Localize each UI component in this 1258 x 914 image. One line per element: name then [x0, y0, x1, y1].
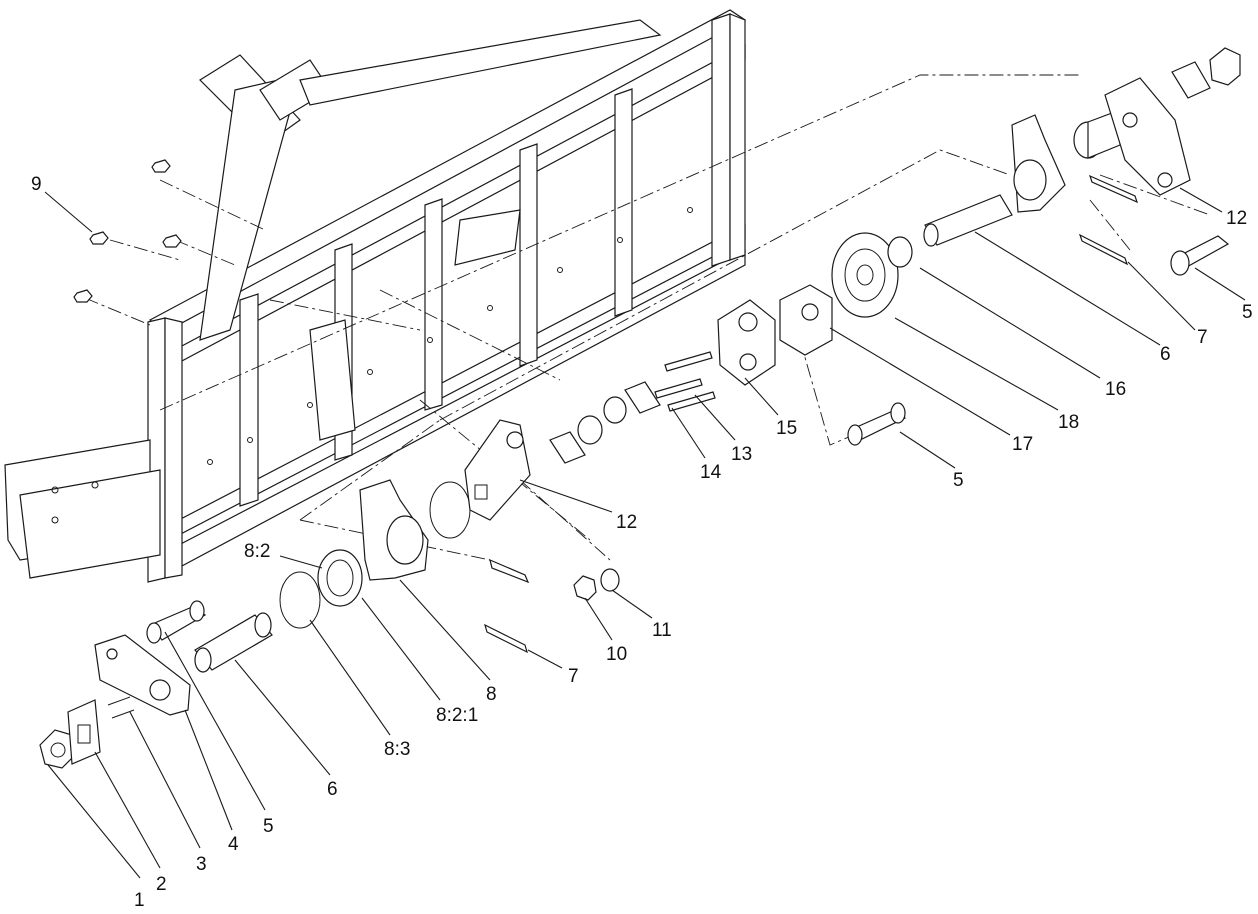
callout-5-left: 5	[263, 816, 274, 837]
callout-2: 2	[156, 874, 167, 895]
frame-bolts	[51, 207, 693, 524]
callout-14: 14	[700, 462, 722, 483]
callout-7-right: 7	[1197, 327, 1208, 348]
sprocket	[831, 232, 899, 318]
callout-15: 15	[776, 418, 797, 439]
callout-6-right: 6	[1160, 344, 1171, 365]
bearing-plate	[717, 299, 776, 386]
left-end-assembly	[39, 381, 661, 769]
callout-13: 13	[731, 444, 752, 465]
end-plate	[94, 634, 191, 716]
leader-lines	[44, 187, 1246, 879]
frame-nuts	[73, 159, 182, 303]
callout-7-left: 7	[568, 666, 579, 687]
callout-8-2-1: 8:2:1	[436, 705, 478, 726]
callout-8: 8	[486, 684, 497, 705]
callout-9: 9	[31, 174, 42, 195]
callout-10: 10	[606, 644, 627, 665]
callout-8-2: 8:2	[244, 541, 270, 562]
snap-ring	[279, 571, 321, 629]
callout-labels: 1 2 3 4 5 5 5 6 6 7 7 8 8:2 8:2:1 8:3 9 …	[31, 174, 1253, 911]
callout-1: 1	[134, 890, 145, 911]
washer	[600, 568, 620, 592]
right-drive-plate	[1104, 77, 1191, 196]
boom-frame	[4, 9, 747, 583]
callout-5-middle: 5	[953, 470, 964, 491]
nut	[573, 575, 597, 601]
callout-4: 4	[228, 834, 239, 855]
bearing	[317, 549, 363, 607]
callout-6-left: 6	[327, 779, 338, 800]
drive-assembly	[654, 194, 1013, 446]
callout-17: 17	[1012, 434, 1033, 455]
callout-18: 18	[1058, 412, 1079, 433]
callout-3: 3	[196, 854, 207, 875]
callout-16: 16	[1105, 379, 1126, 400]
callout-12-middle: 12	[616, 512, 637, 533]
lock-plate	[67, 699, 101, 765]
callout-5-right: 5	[1242, 302, 1253, 323]
callout-12-right: 12	[1226, 208, 1247, 229]
callout-11: 11	[652, 620, 672, 641]
right-end-assembly	[1011, 47, 1241, 276]
callout-8-3: 8:3	[384, 739, 410, 760]
